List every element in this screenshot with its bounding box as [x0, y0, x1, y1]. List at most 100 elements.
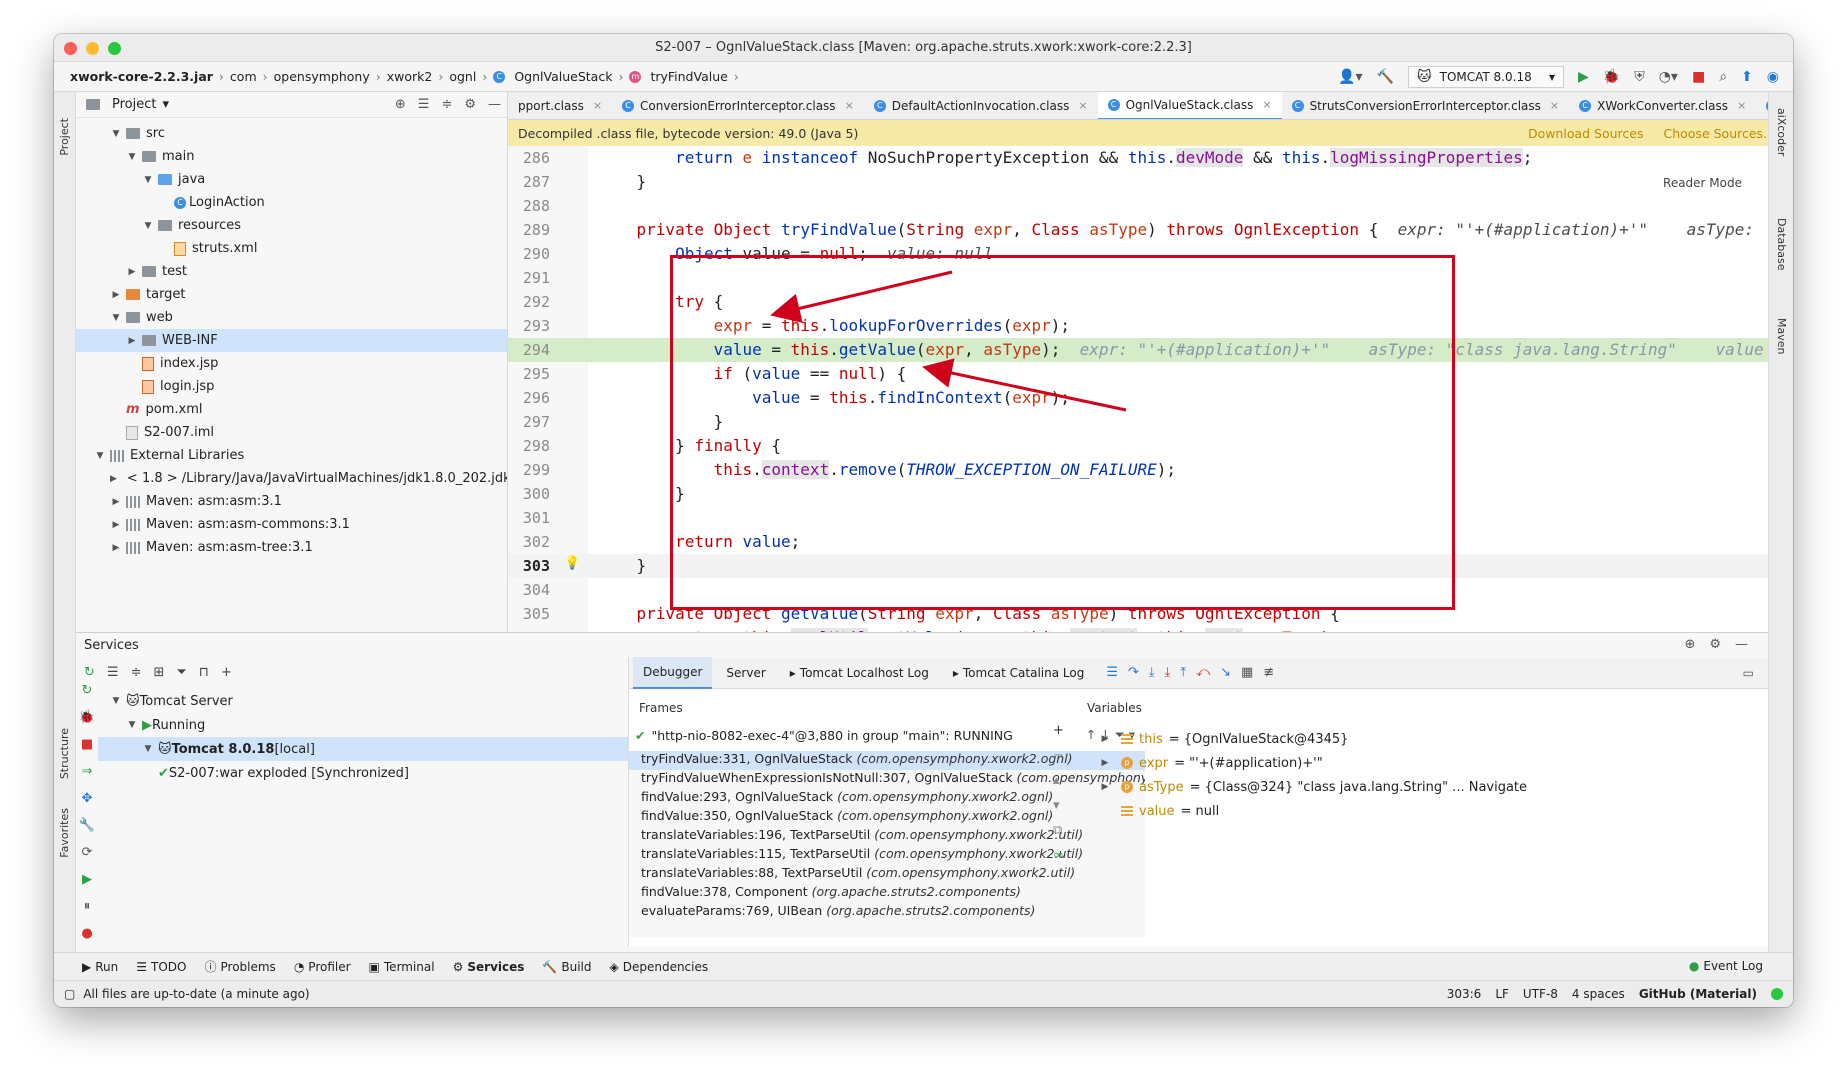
stop-icon[interactable]: ■: [1691, 69, 1706, 85]
pause-icon[interactable]: ⏸: [83, 899, 91, 914]
deploy-icon[interactable]: ⇒: [81, 764, 93, 779]
locate-icon[interactable]: ⊕: [394, 97, 406, 112]
tree-item[interactable]: struts.xml: [76, 237, 507, 260]
hide-icon[interactable]: —: [1735, 637, 1748, 652]
chevron-down-icon[interactable]: ▼: [144, 744, 152, 754]
tree-item[interactable]: login.jsp: [76, 375, 507, 398]
chevron-down-icon[interactable]: ▼: [144, 220, 152, 231]
chevron-right-icon[interactable]: ▶: [128, 335, 136, 346]
stack-frame[interactable]: translateVariables:196, TextParseUtil (c…: [629, 827, 1145, 846]
chevron-down-icon[interactable]: ▼: [128, 151, 136, 162]
tree-item[interactable]: ▼resources: [76, 214, 507, 237]
trace-icon[interactable]: ≢: [1263, 665, 1275, 680]
variable-row[interactable]: ▶this= {OgnlValueStack@4345}: [1099, 727, 1349, 751]
tree-item[interactable]: ▼External Libraries: [76, 444, 507, 467]
add-watch-icon[interactable]: +: [1053, 723, 1064, 738]
breadcrumb-xwork2[interactable]: xwork2: [386, 69, 433, 84]
tree-item[interactable]: ▶Maven: asm:asm-commons:3.1: [76, 513, 507, 536]
remove-watch-icon[interactable]: −: [1053, 748, 1064, 763]
new-tab-icon[interactable]: ⊓: [198, 665, 209, 680]
chevron-right-icon[interactable]: ▶: [112, 542, 120, 553]
chevron-down-icon[interactable]: ▼: [112, 128, 120, 139]
chevron-down-icon[interactable]: ▾: [162, 97, 170, 112]
evaluate-icon[interactable]: ▦: [1240, 665, 1254, 680]
service-item[interactable]: ✔ S2-007:war exploded [Synchronized]: [98, 761, 628, 785]
close-icon[interactable]: ×: [1549, 99, 1560, 112]
chevron-right-icon[interactable]: ▶: [1101, 758, 1109, 768]
run-configuration-select[interactable]: 🐱 TOMCAT 8.0.18 ▾: [1408, 66, 1564, 88]
run-icon[interactable]: ▶: [1578, 69, 1589, 85]
theme-widget[interactable]: GitHub (Material): [1638, 987, 1757, 1001]
download-sources-link[interactable]: Download Sources: [1527, 125, 1644, 141]
breadcrumb-ognl[interactable]: ognl: [449, 69, 477, 84]
chevron-right-icon[interactable]: ▶: [1101, 734, 1109, 744]
code-editor[interactable]: Reader Mode 286 return e instanceof NoSu…: [508, 146, 1768, 632]
tab-debugger[interactable]: Debugger: [633, 656, 713, 689]
refresh-icon[interactable]: ↻: [84, 665, 95, 680]
minimize-window-button[interactable]: [86, 42, 99, 55]
move-down-icon[interactable]: ▾: [1053, 798, 1060, 813]
stack-frame[interactable]: translateVariables:88, TextParseUtil (co…: [629, 865, 1145, 884]
step-over-icon[interactable]: ↷: [1128, 665, 1139, 680]
chevron-down-icon[interactable]: ▼: [112, 312, 120, 323]
close-icon[interactable]: ×: [1078, 99, 1088, 112]
group-icon[interactable]: ⊞: [153, 665, 165, 680]
line-separator[interactable]: LF: [1495, 987, 1509, 1001]
close-icon[interactable]: ×: [1736, 99, 1747, 112]
filter-icon[interactable]: ⏷: [176, 665, 187, 680]
tree-item[interactable]: ▼java: [76, 168, 507, 191]
drop-frame-icon[interactable]: ⤺: [1196, 665, 1211, 680]
plugin-icon[interactable]: ◉: [1766, 69, 1779, 85]
tree-item[interactable]: ▼src: [76, 122, 507, 145]
chevron-right-icon[interactable]: ▶: [128, 266, 136, 277]
maven-tool-tab[interactable]: Maven: [1775, 318, 1788, 355]
tree-item[interactable]: ▶target: [76, 283, 507, 306]
reader-mode-toggle[interactable]: Reader Mode: [1663, 176, 1742, 190]
chevron-right-icon[interactable]: ▶: [110, 473, 117, 484]
collapse-all-icon[interactable]: ≑: [130, 665, 142, 680]
close-icon[interactable]: ×: [592, 99, 603, 112]
editor-tab[interactable]: pport.class×: [508, 92, 612, 119]
maximize-window-button[interactable]: [108, 42, 121, 55]
refresh-icon[interactable]: ⟳: [81, 845, 93, 860]
show-execution-point-icon[interactable]: ☰: [1106, 665, 1118, 680]
stop-icon[interactable]: ■: [80, 737, 94, 752]
terminal-tool-button[interactable]: ▣Terminal: [368, 959, 435, 974]
stack-frame[interactable]: findValue:378, Component (org.apache.str…: [629, 884, 1145, 903]
service-item[interactable]: ▼▶ Running: [98, 713, 628, 737]
variable-row[interactable]: value= null: [1099, 799, 1219, 823]
wrench-icon[interactable]: 🔧: [78, 818, 96, 833]
aixcoder-tool-tab[interactable]: aiXcoder: [1775, 108, 1788, 157]
tree-item[interactable]: ▶Maven: asm:asm-tree:3.1: [76, 536, 507, 559]
copy-icon[interactable]: ⧉: [1053, 823, 1063, 838]
gear-icon[interactable]: ⚙: [464, 97, 476, 112]
tree-item[interactable]: index.jsp: [76, 352, 507, 375]
force-step-into-icon[interactable]: ⤓: [1164, 665, 1171, 680]
tree-item[interactable]: ▶< 1.8 > /Library/Java/JavaVirtualMachin…: [76, 467, 507, 490]
chevron-right-icon[interactable]: ▶: [112, 289, 120, 300]
rerun-icon[interactable]: ↻: [81, 683, 93, 698]
favorites-tool-tab[interactable]: Favorites: [58, 808, 71, 858]
globe-icon[interactable]: ⊕: [1684, 637, 1696, 652]
debug-icon[interactable]: 🐞: [1602, 69, 1621, 85]
chevron-right-icon[interactable]: ▶: [1101, 782, 1109, 792]
stack-frame[interactable]: translateVariables:115, TextParseUtil (c…: [629, 846, 1145, 865]
chevron-down-icon[interactable]: ▼: [144, 174, 152, 185]
lightbulb-icon[interactable]: 💡: [564, 556, 581, 571]
tree-item[interactable]: ▼main: [76, 145, 507, 168]
tree-item[interactable]: ▶Maven: asm:asm:3.1: [76, 490, 507, 513]
status-toggle-icon[interactable]: ▢: [64, 987, 76, 1001]
step-out-icon[interactable]: ⤒: [1180, 665, 1187, 680]
build-tool-button[interactable]: 🔨Build: [542, 959, 592, 974]
run-tool-button[interactable]: ▶Run: [82, 959, 119, 974]
stack-frame[interactable]: findValue:350, OgnlValueStack (com.opens…: [629, 808, 1145, 827]
collapse-all-icon[interactable]: ≑: [441, 97, 453, 112]
close-icon[interactable]: ×: [844, 99, 854, 112]
chevron-right-icon[interactable]: ▶: [112, 519, 120, 530]
debug-deploy-icon[interactable]: ✥: [81, 791, 93, 806]
